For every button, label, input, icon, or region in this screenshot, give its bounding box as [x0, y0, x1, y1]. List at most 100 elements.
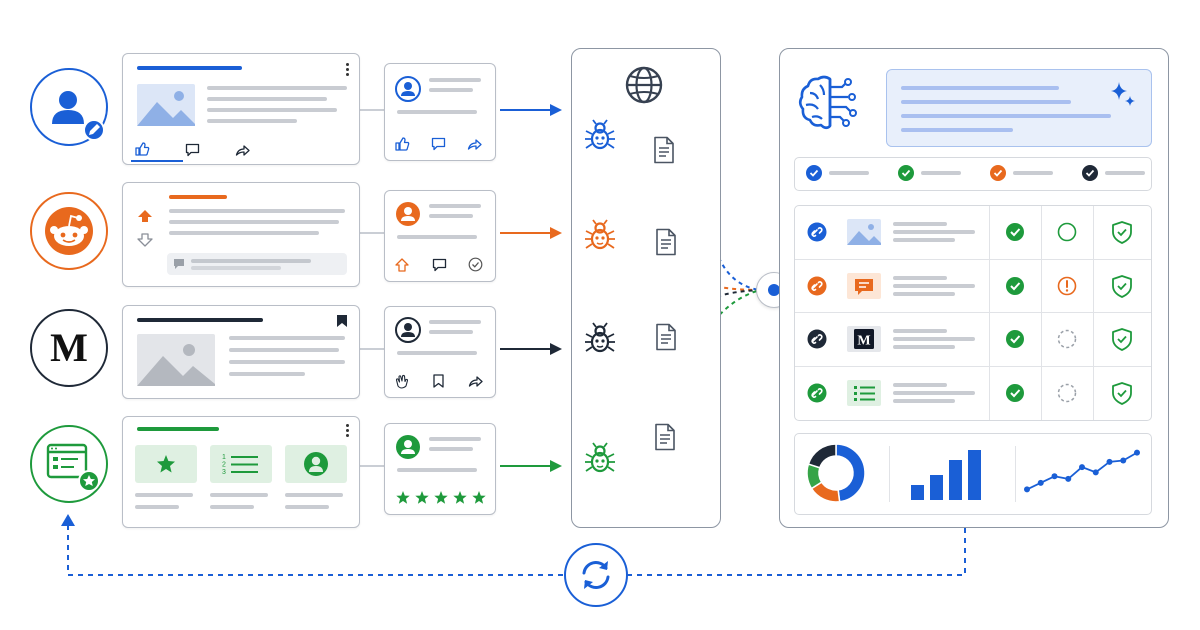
check-badge-icon [806, 165, 822, 181]
filter-chip[interactable] [897, 164, 977, 182]
review-site-icon [46, 443, 100, 492]
downvote-icon[interactable] [137, 233, 153, 247]
table-row[interactable] [795, 260, 1151, 313]
summary-line [429, 78, 481, 82]
shield-check-icon [1112, 328, 1132, 351]
link-badge-icon[interactable] [807, 276, 827, 295]
table-row[interactable]: M [795, 313, 1151, 367]
post-text-line [229, 348, 339, 352]
trend-point [1134, 449, 1140, 456]
row-text-line [893, 230, 975, 234]
review-caption-line [285, 505, 329, 509]
post-text-line [207, 108, 337, 112]
link-badge-icon[interactable] [807, 329, 827, 349]
pending-status-icon [1057, 329, 1077, 349]
summary-line [429, 330, 473, 334]
shield-check-icon [1112, 221, 1132, 244]
summary-line [429, 214, 473, 218]
trend-point [1065, 475, 1072, 482]
post-text-line [229, 372, 305, 376]
table-row[interactable] [795, 367, 1151, 421]
numbered-list-icon: 1 2 3 [222, 454, 258, 475]
comment-bubble-icon [174, 259, 184, 269]
user-avatar-icon [304, 452, 328, 476]
comment-icon[interactable] [432, 258, 447, 272]
donut-chart [806, 443, 866, 503]
summary-card-social[interactable] [384, 63, 496, 161]
row-text-line [893, 283, 975, 288]
filter-chip[interactable] [989, 164, 1069, 182]
summary-line [429, 320, 481, 324]
comment-box[interactable] [167, 253, 347, 275]
share-icon[interactable] [235, 143, 250, 157]
row-text-line [893, 222, 947, 226]
review-tile-user[interactable] [285, 445, 347, 483]
svg-text:3: 3 [222, 469, 226, 475]
ai-summary-box [886, 69, 1152, 147]
trend-point [1106, 458, 1113, 465]
row-text-line [893, 337, 975, 341]
link-badge-icon[interactable] [807, 222, 827, 242]
post-card-medium[interactable] [122, 305, 360, 399]
summary-line [429, 447, 473, 451]
more-options-icon[interactable] [346, 424, 349, 437]
share-icon[interactable] [468, 374, 483, 388]
ai-summary-line [901, 100, 1071, 104]
summary-card-medium[interactable] [384, 306, 496, 398]
bookmark-icon[interactable] [337, 315, 347, 327]
link-badge-icon[interactable] [807, 383, 827, 402]
clap-icon[interactable] [395, 374, 410, 389]
filter-label-line [1105, 171, 1145, 175]
check-circle-icon[interactable] [468, 257, 483, 272]
post-text-line [207, 86, 347, 90]
post-text-line [169, 220, 339, 224]
bug-icon [584, 119, 616, 153]
source-avatar-medium[interactable]: M [30, 309, 108, 387]
review-tile-list[interactable]: 1 2 3 [210, 445, 272, 483]
review-caption-line [135, 505, 179, 509]
upvote-icon[interactable] [395, 258, 409, 272]
active-tab-underline [131, 160, 183, 162]
hub-dot [768, 284, 780, 296]
bug-icon [584, 442, 616, 476]
row-text-line [893, 275, 947, 280]
summary-line [397, 235, 477, 239]
source-avatar-social[interactable] [30, 68, 108, 146]
source-avatar-reviews[interactable] [30, 425, 108, 503]
empty-status-icon [1057, 222, 1077, 242]
feedback-loop [67, 522, 966, 576]
bookmark-icon[interactable] [433, 374, 444, 388]
document-icon [655, 323, 677, 351]
source-avatar-reddit[interactable] [30, 192, 108, 270]
like-icon[interactable] [395, 137, 410, 151]
trend-point [1092, 469, 1099, 476]
line-chart [1024, 449, 1140, 493]
summary-card-reviews[interactable] [384, 423, 496, 515]
star-icon [453, 491, 467, 504]
post-title-bar [137, 318, 263, 322]
more-options-icon[interactable] [346, 63, 349, 76]
check-badge-icon [898, 165, 914, 181]
check-badge-icon [990, 165, 1006, 181]
user-avatar-icon [396, 435, 420, 459]
share-icon[interactable] [467, 137, 482, 151]
summary-line [397, 110, 477, 114]
filter-chip[interactable] [805, 164, 885, 182]
review-caption-line [285, 493, 343, 497]
post-card-reviews[interactable]: 1 2 3 [122, 416, 360, 528]
table-row[interactable] [795, 206, 1151, 260]
verified-check-icon [1006, 330, 1024, 348]
post-card-social[interactable] [122, 53, 360, 165]
review-tile-rating[interactable] [135, 445, 197, 483]
review-caption-line [210, 493, 268, 497]
post-card-reddit[interactable] [122, 182, 360, 287]
sync-button[interactable] [564, 543, 628, 607]
star-icon [434, 491, 448, 504]
like-icon[interactable] [135, 142, 150, 156]
stars-svg [396, 491, 486, 504]
comment-icon[interactable] [185, 143, 200, 157]
filter-chip[interactable] [1081, 164, 1161, 182]
summary-card-reddit[interactable] [384, 190, 496, 282]
comment-icon[interactable] [431, 137, 446, 151]
upvote-icon[interactable] [137, 209, 153, 223]
